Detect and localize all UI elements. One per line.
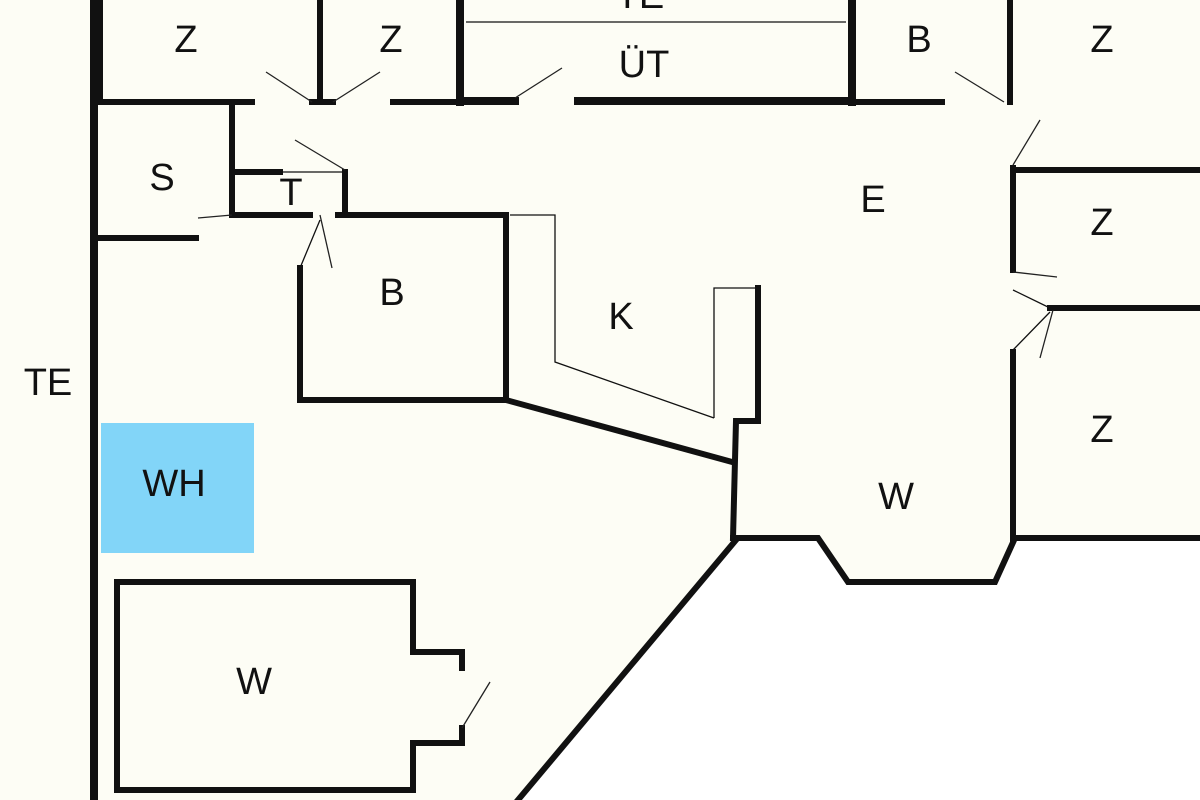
room-label-b-top: B (906, 19, 931, 61)
room-label-w-bottom: W (236, 661, 272, 703)
room-label-t: T (279, 172, 302, 214)
room-label-s: S (149, 157, 174, 199)
room-label-wh: WH (142, 463, 205, 505)
room-label-te-left: TE (24, 362, 73, 404)
room-label-z-right-2: Z (1090, 409, 1113, 451)
room-label-z-right-1: Z (1090, 202, 1113, 244)
room-label-te-top: TE (616, 0, 665, 17)
room-label-z-top-mid: Z (379, 19, 402, 61)
room-label-w-right: W (878, 476, 914, 518)
room-label-z-top-left: Z (174, 19, 197, 61)
room-labels: TE TE ÜT Z Z B Z S T E Z B K Z WH W W (24, 0, 1114, 703)
wh-room-highlight (101, 423, 254, 553)
room-label-e: E (860, 179, 885, 221)
room-label-ut: ÜT (619, 44, 670, 86)
walls (90, 0, 1200, 800)
room-label-z-top-right: Z (1090, 19, 1113, 61)
doors (197, 67, 1058, 729)
room-label-k: K (608, 296, 633, 338)
room-label-b-center: B (379, 272, 404, 314)
